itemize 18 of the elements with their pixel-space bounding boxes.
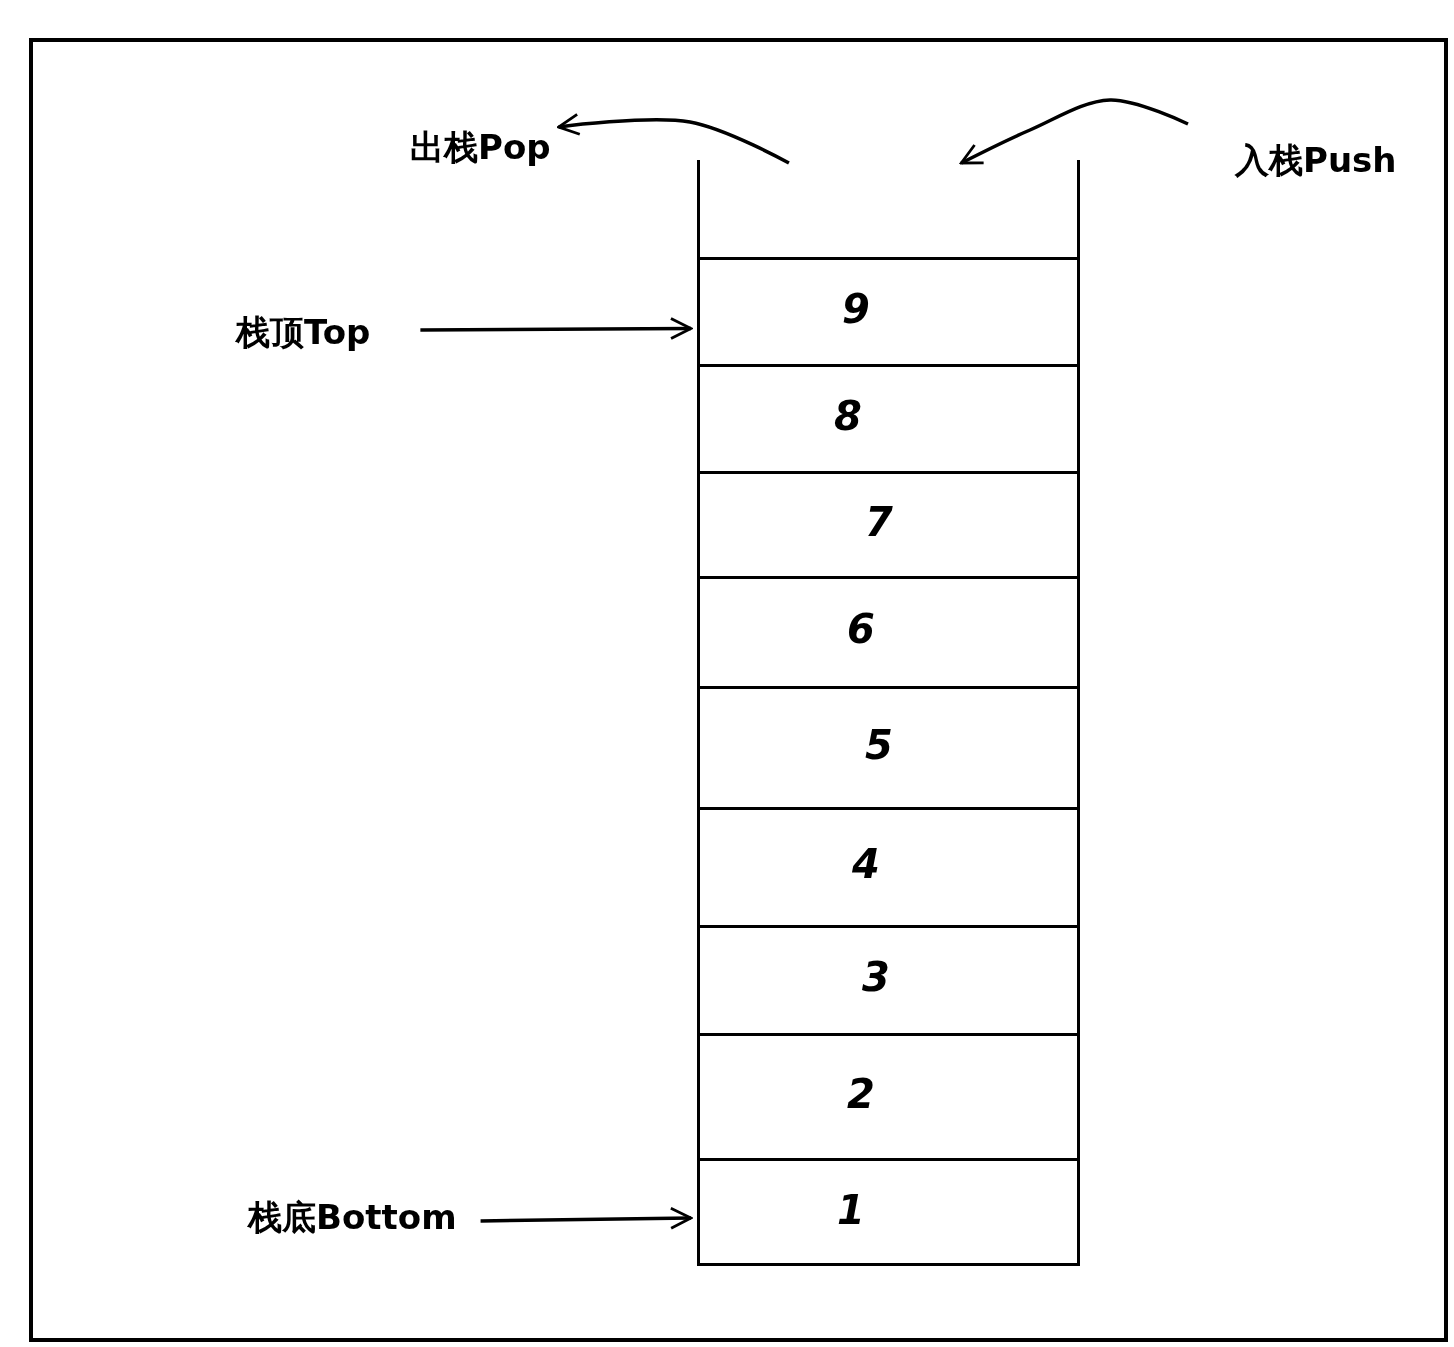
arrow xyxy=(959,98,1189,165)
stack-container xyxy=(697,160,1080,1266)
cell-number: 3 xyxy=(862,954,890,1000)
cell-number: 9 xyxy=(842,285,870,332)
arrow xyxy=(480,1206,693,1230)
cell-number: 4 xyxy=(852,841,880,887)
arrow xyxy=(420,317,693,340)
arrow xyxy=(557,113,790,165)
cell-number: 8 xyxy=(834,392,862,439)
cell-number: 2 xyxy=(847,1070,875,1117)
stack-label: 栈底Bottom xyxy=(248,1195,457,1241)
stack-label: 入栈Push xyxy=(1235,138,1397,184)
cell-number: 1 xyxy=(837,1187,865,1233)
stack-label: 出栈Pop xyxy=(410,125,551,171)
cell-number: 7 xyxy=(865,498,893,545)
stack-label: 栈顶Top xyxy=(236,310,371,356)
cell-number: 5 xyxy=(865,721,893,768)
cell-number: 6 xyxy=(847,606,875,652)
